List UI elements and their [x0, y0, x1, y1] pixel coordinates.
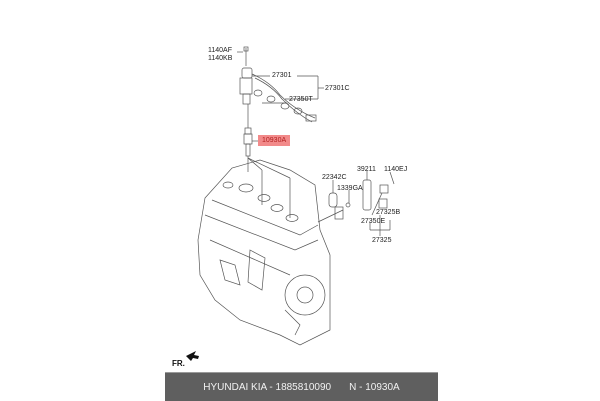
- brand-part-number: HYUNDAI KIA - 1885810090: [203, 381, 332, 393]
- part-label-1140kb[interactable]: 1140KB: [208, 55, 233, 62]
- reference-number: N - 10930A: [349, 381, 400, 393]
- part-label-27301[interactable]: 27301: [272, 72, 292, 79]
- part-label-27350t[interactable]: 27350T: [289, 96, 313, 103]
- part-label-27350e[interactable]: 27350E: [361, 218, 386, 225]
- part-label-1140ej[interactable]: 1140EJ: [384, 166, 408, 173]
- front-direction-label: FR.: [172, 359, 185, 368]
- part-label-1339ga[interactable]: 1339GA: [337, 185, 363, 192]
- part-label-27301c[interactable]: 27301C: [325, 85, 350, 92]
- part-label-39211[interactable]: 39211: [357, 166, 376, 173]
- part-label-1140af[interactable]: 1140AF: [208, 47, 232, 54]
- part-label-27325b[interactable]: 27325B: [376, 209, 401, 216]
- part-label-10930a-highlighted[interactable]: 10930A: [258, 135, 291, 146]
- part-label-27325[interactable]: 27325: [372, 237, 392, 244]
- part-number-footer: HYUNDAI KIA - 1885810090 N - 10930A: [165, 372, 438, 401]
- part-label-22342c[interactable]: 22342C: [322, 174, 347, 181]
